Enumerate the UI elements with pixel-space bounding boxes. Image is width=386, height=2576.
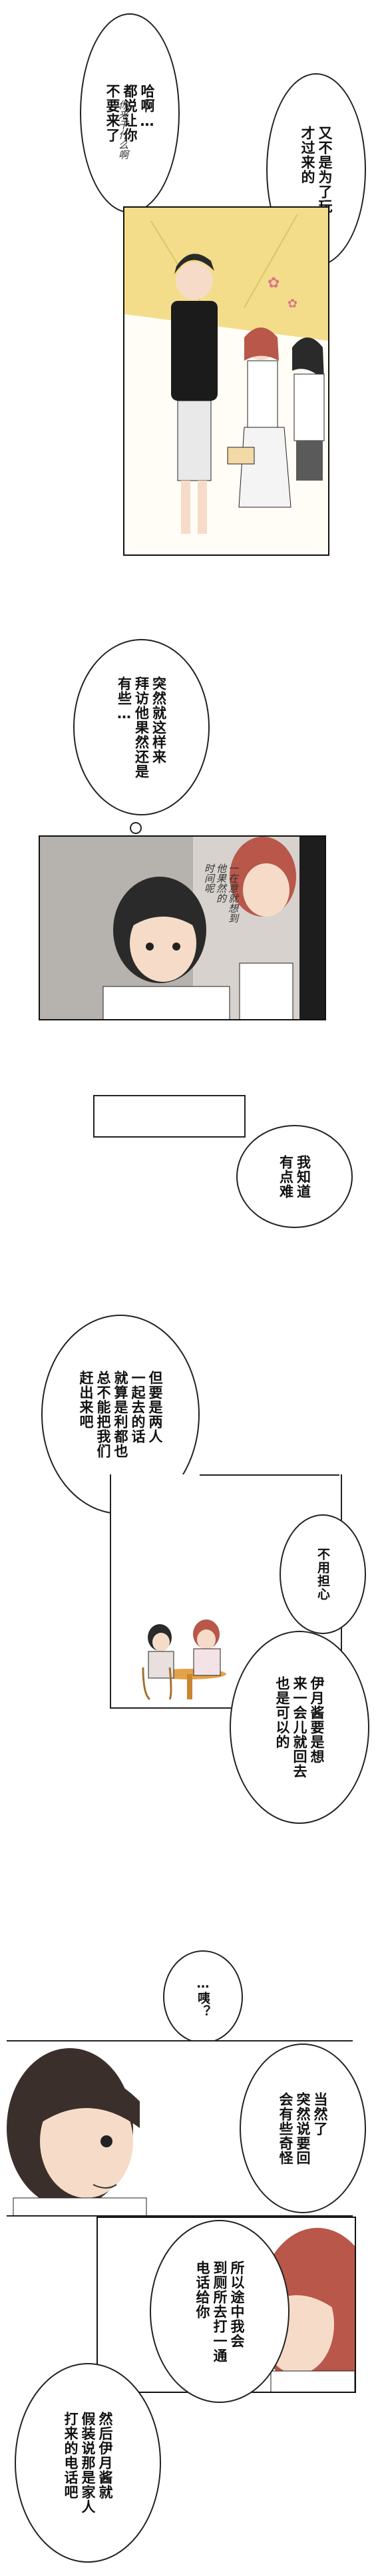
speech-bubble-9: 当然了 突然说要回 会有些奇怪 — [240, 2043, 366, 2213]
speech-text-1: 哈啊… 都说让你 不要来了 — [104, 84, 155, 142]
speech-text-6: 不用担心 — [315, 1548, 330, 1601]
panel-cafe-top-line — [200, 1474, 339, 1476]
thought-dot-1 — [130, 822, 142, 834]
speech-text-3: 突然就这样来 拜访他果然还是 有些… — [116, 676, 167, 779]
panel-4-art — [7, 2048, 147, 2215]
speech-bubble-3: 突然就这样来 拜访他果然还是 有些… — [73, 639, 210, 815]
speech-text-8: …咦？ — [196, 1976, 210, 2018]
panel-cafe-scene — [123, 1601, 243, 1701]
speech-text-9: 当然了 突然说要回 会有些奇怪 — [278, 2091, 328, 2165]
empty-caption-box — [93, 1095, 246, 1138]
panel-2-art — [40, 837, 325, 1019]
speech-bubble-11: 然后伊月酱就 假装说那是家人 打来的电话吧 — [15, 2363, 161, 2563]
speech-bubble-6: 不用担心 — [280, 1514, 366, 1634]
handwritten-aside-1: 你来干什么啊 — [117, 100, 129, 160]
speech-text-4: 我知道 有点难 — [278, 1154, 311, 1199]
speech-bubble-1: 哈啊… 都说让你 不要来了 — [80, 13, 180, 213]
speech-bubble-7: 伊月酱要是想 来一会儿就回去 也是可以的 — [230, 1631, 369, 1824]
speech-text-5: 但要是两人 一起去的话 就算是利都也 总不能把我们 赶出来吧 — [78, 1371, 163, 1458]
speech-text-2: 又不是为了玩 才过来的 — [299, 126, 333, 214]
panel-girl-worried: 一在意就想到 他果然的 时间呢 — [39, 835, 326, 1020]
svg-text:✿: ✿ — [288, 297, 297, 311]
speech-bubble-10: 所以途中我会 到厕所去打一通 电话给你 — [150, 2220, 290, 2403]
panel-3-art — [142, 1619, 226, 1701]
speech-text-7: 伊月酱要是想 来一会儿就回去 也是可以的 — [274, 1676, 325, 1779]
panel-1-art: ✿ ✿ — [124, 208, 328, 534]
speech-bubble-4: 我知道 有点难 — [236, 1125, 353, 1228]
handwritten-aside-2: 一在意就想到 他果然的 时间呢 — [203, 863, 239, 923]
speech-text-11: 然后伊月酱就 假装说那是家人 打来的电话吧 — [63, 2412, 113, 2514]
speech-bubble-8: …咦？ — [163, 1950, 243, 2043]
svg-text:✿: ✿ — [268, 275, 280, 292]
panel-scene-visit: ✿ ✿ — [123, 206, 329, 556]
speech-text-10: 所以途中我会 到厕所去打一通 电话给你 — [194, 2260, 245, 2363]
